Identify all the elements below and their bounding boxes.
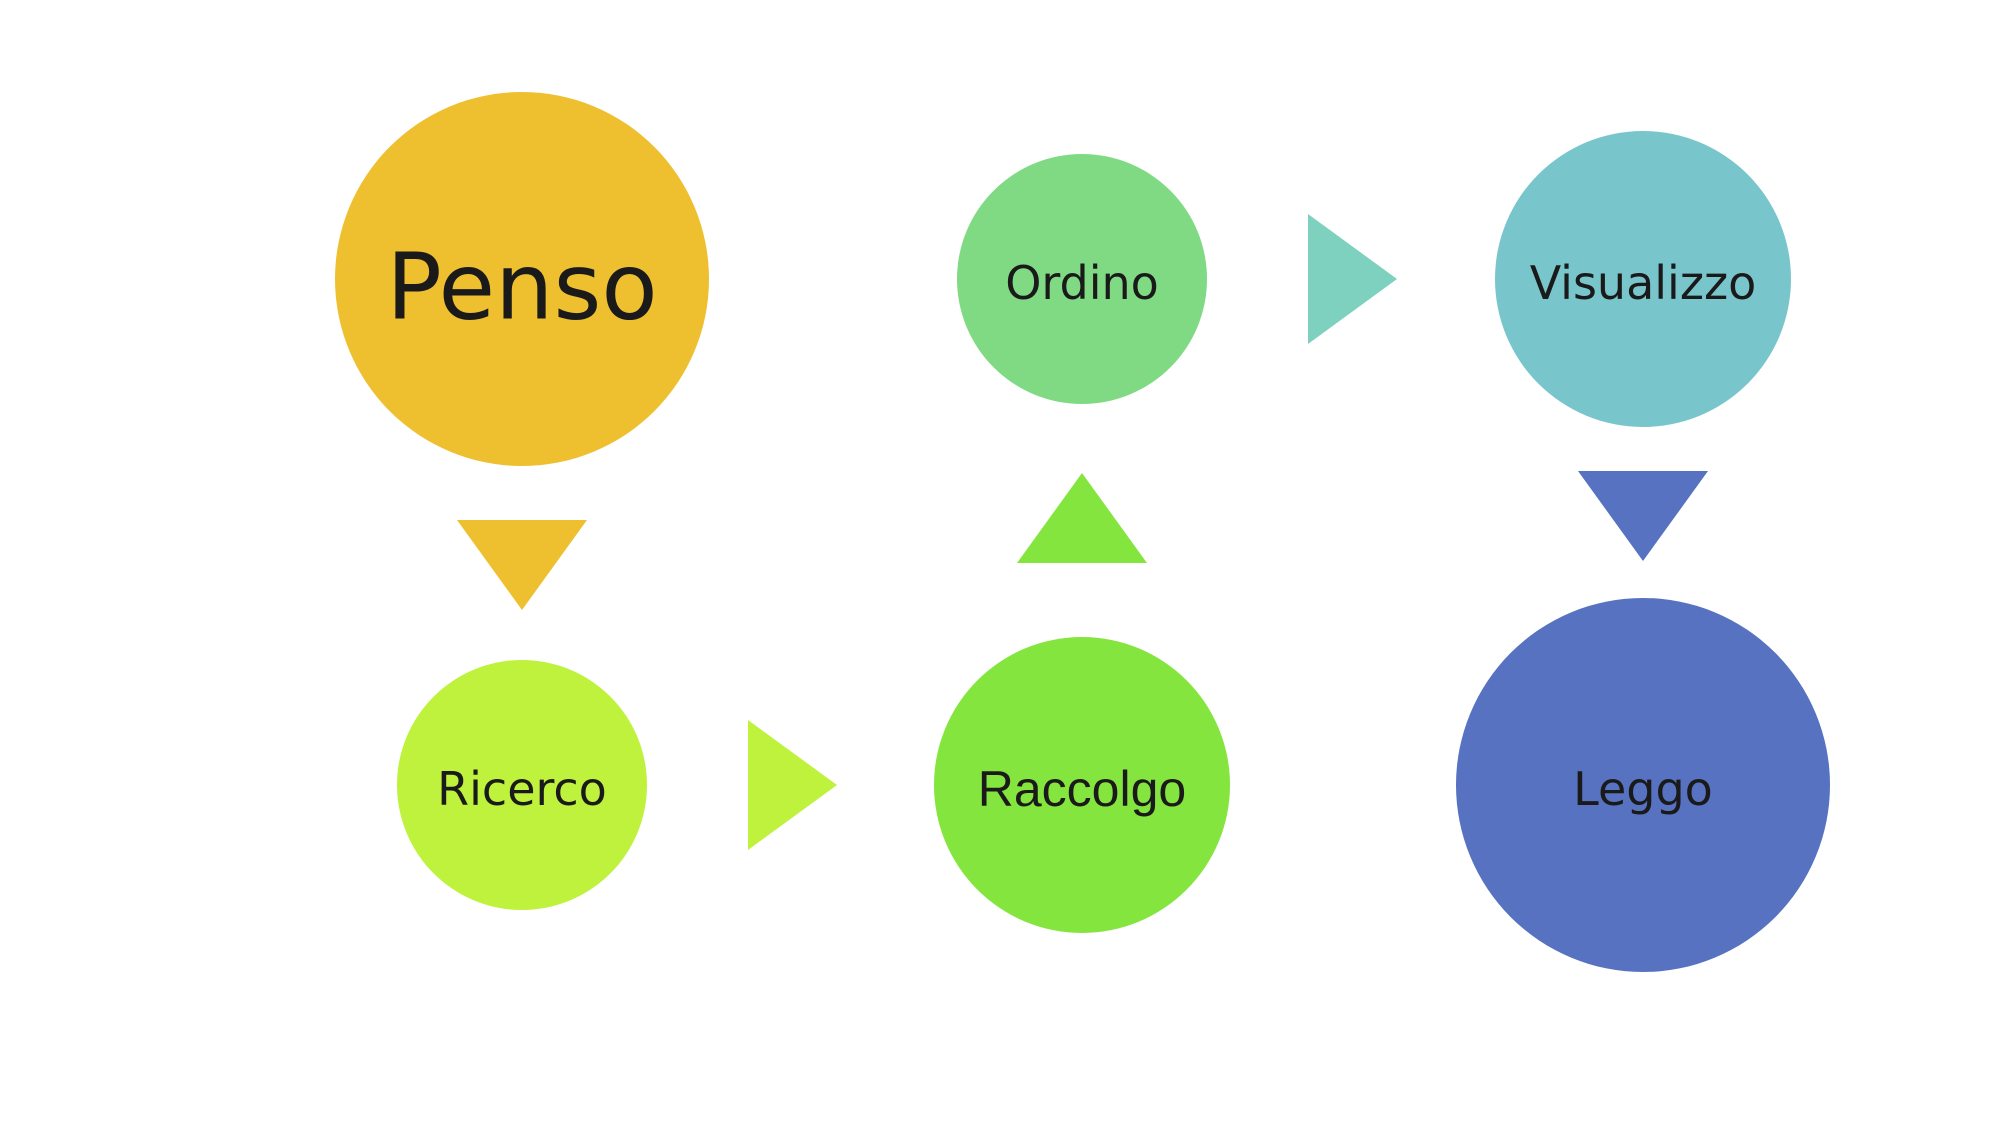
- node-raccolgo-label: Raccolgo: [978, 761, 1186, 817]
- node-ricerco: Ricerco: [397, 660, 647, 910]
- arrow-right-ricerco-raccolgo: [748, 720, 837, 850]
- arrow-down-penso-ricerco: [457, 520, 587, 610]
- node-leggo: Leggo: [1456, 598, 1830, 972]
- node-raccolgo: Raccolgo: [934, 637, 1230, 933]
- node-penso-label: Penso: [386, 234, 657, 341]
- node-ordino-circle: [957, 154, 1207, 404]
- node-penso-circle: [335, 92, 709, 466]
- node-leggo-label: Leggo: [1573, 762, 1713, 816]
- node-ricerco-label: Ricerco: [437, 762, 607, 816]
- node-raccolgo-circle: [934, 637, 1230, 933]
- node-visualizzo-label: Visualizzo: [1530, 256, 1757, 310]
- arrow-down-visualizzo-leggo: [1578, 471, 1708, 561]
- node-visualizzo-circle: [1495, 131, 1791, 427]
- node-leggo-circle: [1456, 598, 1830, 972]
- node-ordino: Ordino: [957, 154, 1207, 404]
- node-ricerco-circle: [397, 660, 647, 910]
- node-ordino-label: Ordino: [1005, 256, 1159, 310]
- arrow-up-raccolgo-ordino: [1017, 473, 1147, 563]
- arrow-right-ordino-visualizzo: [1308, 214, 1397, 344]
- node-visualizzo: Visualizzo: [1495, 131, 1791, 427]
- node-penso: Penso: [335, 92, 709, 466]
